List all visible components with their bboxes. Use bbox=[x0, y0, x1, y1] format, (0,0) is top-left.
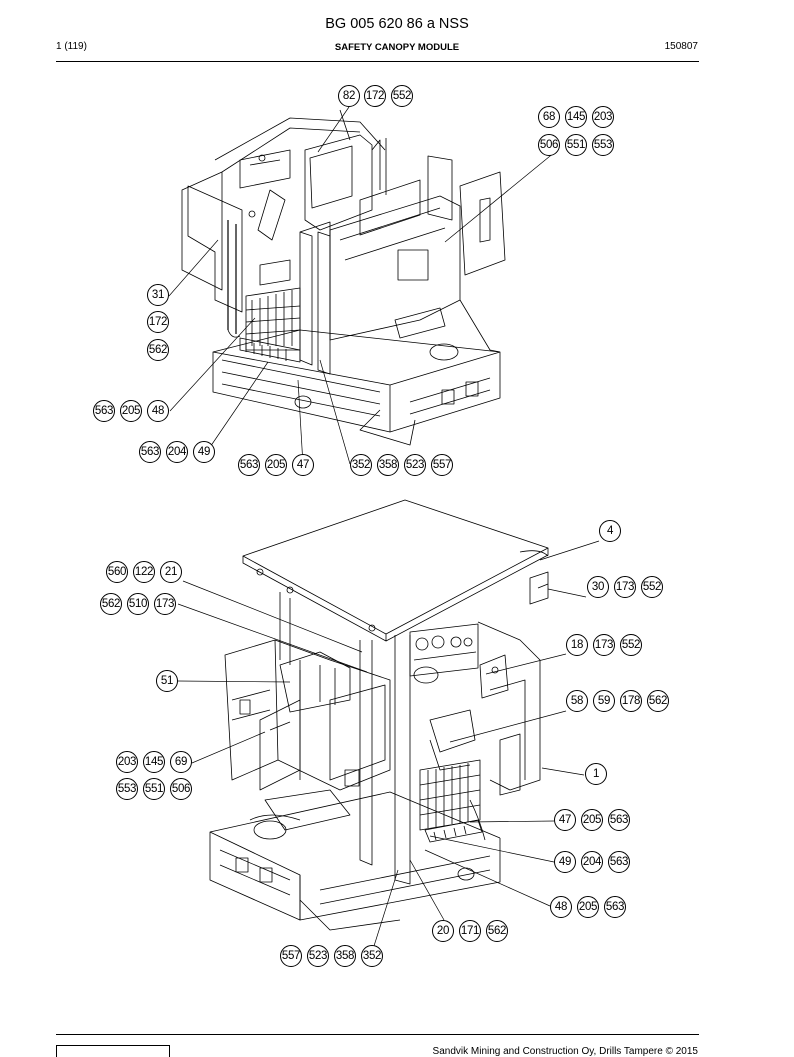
callout-bubble: 145 bbox=[565, 106, 587, 128]
callout-bubble: 358 bbox=[377, 454, 399, 476]
header-rule bbox=[56, 61, 699, 62]
company-logo bbox=[56, 1045, 170, 1057]
callout-bubble: 557 bbox=[280, 945, 302, 967]
callout-bubble: 122 bbox=[133, 561, 155, 583]
footer-rule bbox=[56, 1034, 699, 1035]
callout-bubble: 553 bbox=[592, 134, 614, 156]
callout-bubble: 69 bbox=[170, 751, 192, 773]
callout-bubble: 173 bbox=[614, 576, 636, 598]
callout-bubble: 48 bbox=[550, 896, 572, 918]
callout-bubble: 563 bbox=[238, 454, 260, 476]
callout-bubble: 551 bbox=[565, 134, 587, 156]
callout-bubble: 30 bbox=[587, 576, 609, 598]
top-assembly-view bbox=[181, 109, 506, 446]
callout-bubble: 49 bbox=[554, 851, 576, 873]
footer-copyright: Sandvik Mining and Construction Oy, Dril… bbox=[432, 1046, 698, 1057]
callout-bubble: 172 bbox=[147, 311, 169, 333]
callout-bubble: 47 bbox=[292, 454, 314, 476]
callout-bubble: 563 bbox=[604, 896, 626, 918]
document-date: 150807 bbox=[664, 41, 698, 52]
callout-bubble: 68 bbox=[538, 106, 560, 128]
callout-bubble: 352 bbox=[361, 945, 383, 967]
callout-bubble: 205 bbox=[265, 454, 287, 476]
callout-bubble: 352 bbox=[350, 454, 372, 476]
callout-bubble: 358 bbox=[334, 945, 356, 967]
page-number: 1 (119) bbox=[56, 41, 87, 52]
section-title: SAFETY CANOPY MODULE bbox=[334, 42, 460, 53]
callout-bubble: 49 bbox=[193, 441, 215, 463]
callout-bubble: 552 bbox=[620, 634, 642, 656]
bottom-assembly-view bbox=[209, 499, 549, 931]
callout-bubble: 506 bbox=[538, 134, 560, 156]
callout-bubble: 510 bbox=[127, 593, 149, 615]
document-title: BG 005 620 86 a NSS bbox=[325, 16, 469, 32]
callout-bubble: 59 bbox=[593, 690, 615, 712]
callout-bubble: 562 bbox=[486, 920, 508, 942]
callout-bubble: 552 bbox=[391, 85, 413, 107]
callout-bubble: 551 bbox=[143, 778, 165, 800]
callout-bubble: 51 bbox=[156, 670, 178, 692]
callout-bubble: 563 bbox=[139, 441, 161, 463]
callout-bubble: 205 bbox=[577, 896, 599, 918]
callout-bubble: 178 bbox=[620, 690, 642, 712]
callout-bubble: 172 bbox=[364, 85, 386, 107]
callout-bubble: 47 bbox=[554, 809, 576, 831]
callout-bubble: 523 bbox=[307, 945, 329, 967]
callout-bubble: 171 bbox=[459, 920, 481, 942]
callout-bubble: 562 bbox=[147, 339, 169, 361]
callout-bubble: 563 bbox=[608, 851, 630, 873]
callout-bubble: 82 bbox=[338, 85, 360, 107]
callout-bubble: 48 bbox=[147, 400, 169, 422]
callout-bubble: 173 bbox=[593, 634, 615, 656]
callout-bubble: 560 bbox=[106, 561, 128, 583]
callout-bubble: 204 bbox=[581, 851, 603, 873]
callout-bubble: 203 bbox=[592, 106, 614, 128]
callout-bubble: 204 bbox=[166, 441, 188, 463]
callout-bubble: 18 bbox=[566, 634, 588, 656]
callout-bubble: 563 bbox=[608, 809, 630, 831]
callout-bubble: 20 bbox=[432, 920, 454, 942]
callout-bubble: 203 bbox=[116, 751, 138, 773]
callout-bubble: 1 bbox=[585, 763, 607, 785]
callout-bubble: 523 bbox=[404, 454, 426, 476]
callout-bubble: 562 bbox=[100, 593, 122, 615]
callout-bubble: 205 bbox=[120, 400, 142, 422]
callout-bubble: 506 bbox=[170, 778, 192, 800]
callout-bubble: 31 bbox=[147, 284, 169, 306]
callout-bubble: 173 bbox=[154, 593, 176, 615]
callout-bubble: 21 bbox=[160, 561, 182, 583]
callout-bubble: 563 bbox=[93, 400, 115, 422]
callout-bubble: 4 bbox=[599, 520, 621, 542]
callout-bubble: 562 bbox=[647, 690, 669, 712]
callout-bubble: 553 bbox=[116, 778, 138, 800]
callout-bubble: 557 bbox=[431, 454, 453, 476]
leader-lines bbox=[168, 106, 600, 947]
callout-bubble: 552 bbox=[641, 576, 663, 598]
callout-bubble: 145 bbox=[143, 751, 165, 773]
callout-bubble: 58 bbox=[566, 690, 588, 712]
callout-bubble: 205 bbox=[581, 809, 603, 831]
